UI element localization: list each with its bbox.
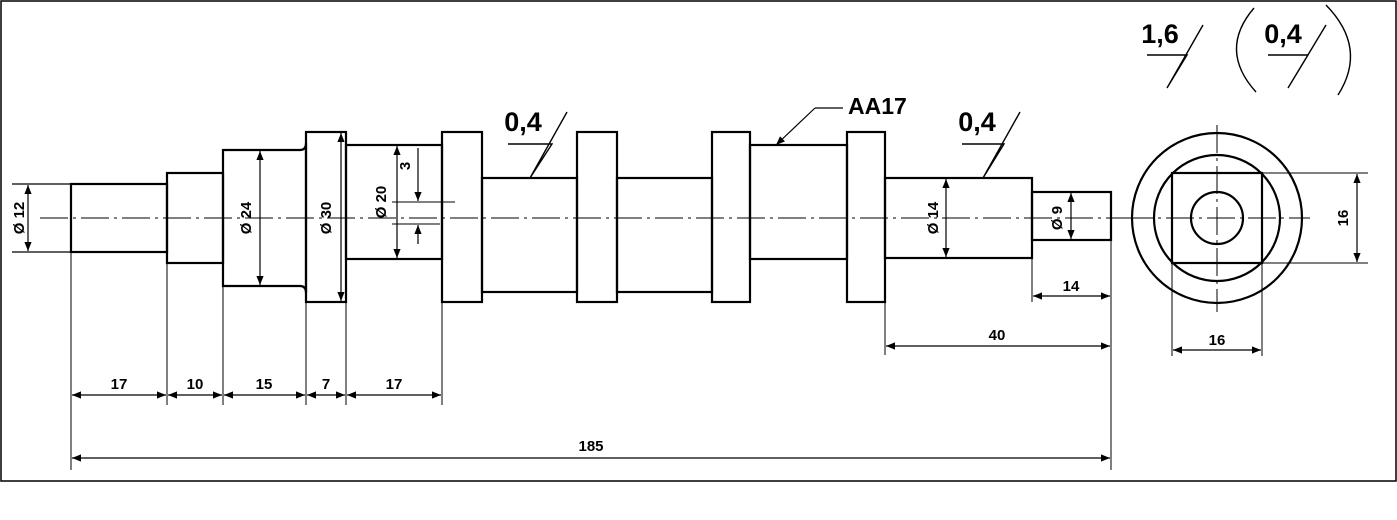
roughness-label-left: 0,4 — [504, 107, 542, 137]
shaft-seg-1 — [480, 176, 579, 294]
label-len15: 15 — [256, 376, 273, 393]
label-square16-h: 16 — [1209, 332, 1226, 349]
paren-left — [1235, 7, 1257, 93]
label-dia14: Ø 14 — [925, 201, 942, 234]
cam-lobe-4 — [845, 130, 887, 304]
roughness-symbols — [508, 4, 1352, 179]
drawing-frame — [0, 0, 1397, 482]
end-view-outer-circle — [1130, 131, 1304, 305]
cam-lobe-2 — [575, 130, 619, 304]
label-len185: 185 — [578, 438, 603, 455]
roughness-label-paren: 0,4 — [1264, 19, 1302, 49]
roughness-symbol-general — [1147, 24, 1204, 89]
label-dia20: Ø 20 — [373, 186, 390, 219]
paren-right — [1325, 4, 1352, 96]
roughness-label-general: 1,6 — [1141, 19, 1179, 49]
roughness-symbol-paren — [1268, 24, 1327, 89]
cam-lobe-3 — [710, 130, 752, 304]
label-len14: 14 — [1063, 278, 1080, 295]
label-dia9: Ø 9 — [1049, 206, 1066, 230]
label-keyway3: 3 — [397, 162, 414, 170]
roughness-symbol-left — [508, 111, 568, 179]
label-len17a: 17 — [111, 376, 128, 393]
roughness-label-right: 0,4 — [958, 107, 996, 137]
diameter-dimensions — [12, 133, 1075, 301]
end-view-dim-ext — [1171, 172, 1368, 356]
end-view-inner-circle — [1189, 190, 1245, 246]
cam-lobe-1 — [440, 130, 484, 304]
label-len40: 40 — [989, 327, 1006, 344]
material-leader-arrow — [775, 107, 816, 146]
label-square16-v: 16 — [1335, 210, 1352, 227]
label-dia12: Ø 12 — [11, 202, 28, 235]
label-len17b: 17 — [386, 376, 403, 393]
roughness-symbol-right — [962, 111, 1021, 179]
label-dia30: Ø 30 — [318, 202, 335, 235]
shaft-seg-2 — [615, 176, 714, 294]
end-view — [1130, 131, 1304, 305]
end-view-mid-circle — [1152, 153, 1282, 283]
shaft-outline — [69, 130, 1113, 304]
end-view-dims — [1173, 174, 1361, 354]
label-len7: 7 — [322, 376, 330, 393]
material-label: AA17 — [848, 93, 907, 119]
shaft-seg-3 — [748, 143, 849, 261]
length-dimensions — [72, 292, 1110, 462]
end-view-square — [1170, 171, 1264, 265]
extension-lines — [70, 240, 1112, 470]
shaft-step-dia9 — [1030, 190, 1113, 242]
label-dia24: Ø 24 — [238, 201, 255, 234]
label-len10: 10 — [187, 376, 204, 393]
